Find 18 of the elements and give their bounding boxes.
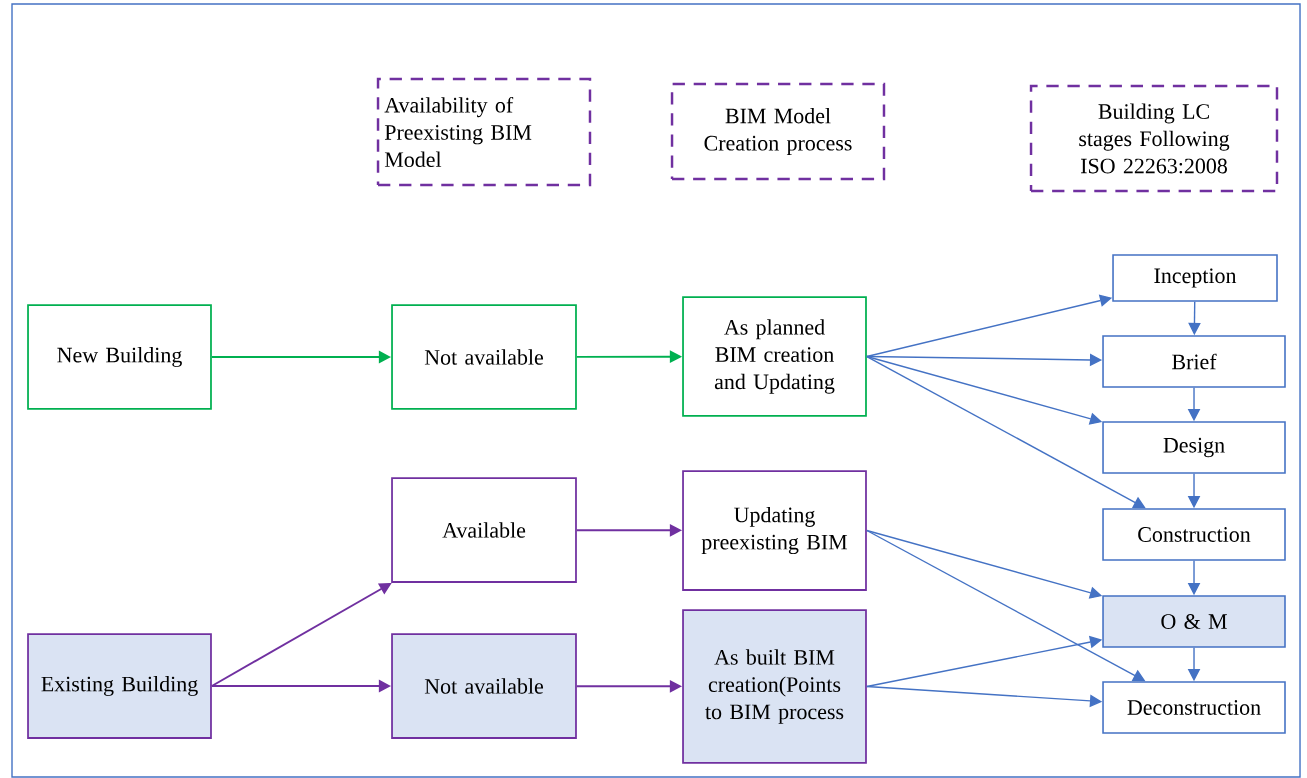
process-box: Existing Building (27, 633, 212, 739)
stage-box: Construction (1102, 508, 1286, 561)
header-box: BIM Model Creation process (670, 82, 886, 181)
arrow (866, 355, 1146, 509)
stage-box: Brief (1102, 335, 1286, 388)
header-box: Building LC stages Following ISO 22263:2008 (1029, 84, 1279, 193)
process-box: As planned BIM creation and Updating (682, 296, 867, 417)
stage-box: O & M (1102, 595, 1286, 648)
stage-box: Deconstruction (1102, 681, 1286, 734)
header-box: Availability of Preexisting BIM Model (376, 77, 592, 187)
process-box: Not available (391, 304, 577, 410)
process-box: New Building (27, 304, 212, 410)
process-box: Updating preexisting BIM (682, 470, 867, 591)
stage-box: Inception (1112, 254, 1278, 302)
stage-box: Design (1102, 421, 1286, 474)
process-box: As built BIM creation(Points to BIM process (682, 609, 867, 764)
process-box: Not available (391, 633, 577, 739)
process-box: Available (391, 477, 577, 583)
